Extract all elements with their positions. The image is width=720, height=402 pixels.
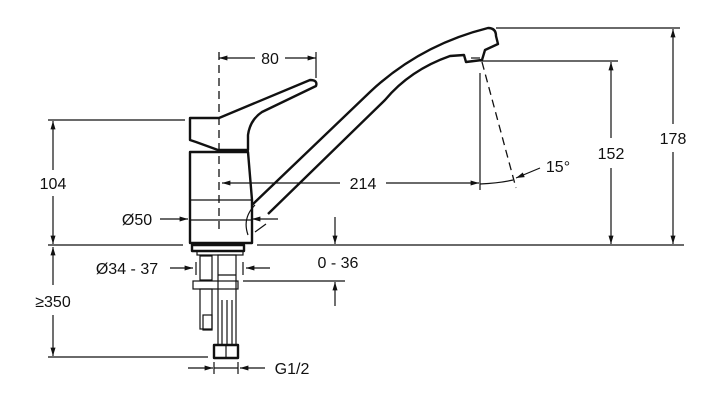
spout-joint bbox=[245, 204, 267, 236]
spout bbox=[251, 26, 500, 215]
dim-deck-thickness: 0 - 36 bbox=[318, 255, 359, 272]
lever-handle bbox=[188, 78, 318, 152]
dimension-lines bbox=[50, 29, 676, 374]
dim-connection: G1/2 bbox=[275, 361, 310, 378]
dim-body-diameter: Ø50 bbox=[122, 212, 152, 229]
dim-spout-angle: 15° bbox=[546, 159, 570, 176]
faucet bbox=[188, 26, 500, 360]
body-bands bbox=[190, 199, 252, 221]
dim-hose-length: ≥350 bbox=[35, 294, 71, 311]
extension-lines bbox=[48, 27, 684, 358]
dim-spout-reach: 214 bbox=[350, 176, 377, 193]
supply-hoses bbox=[192, 250, 244, 360]
dim-hole-diameter: Ø34 - 37 bbox=[96, 261, 158, 278]
dim-lever-reach: 80 bbox=[261, 51, 279, 68]
dim-body-height: 104 bbox=[40, 176, 67, 193]
mixer-body bbox=[188, 150, 254, 245]
dim-outlet-height: 152 bbox=[598, 146, 625, 163]
base-plate bbox=[190, 243, 246, 253]
dim-total-height: 178 bbox=[660, 131, 687, 148]
